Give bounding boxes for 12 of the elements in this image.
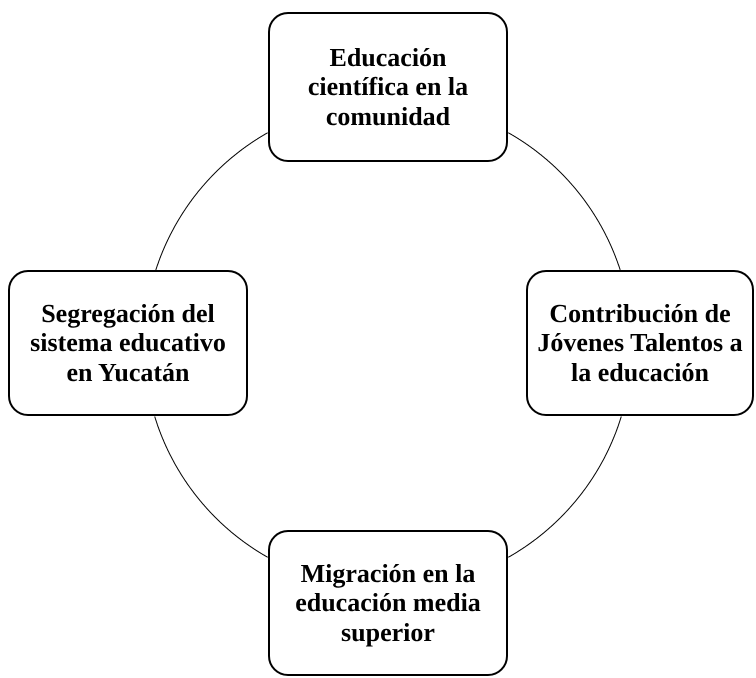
connector-arc bbox=[154, 416, 268, 558]
connector-arc bbox=[155, 132, 268, 270]
topic-label: Contribución de Jóvenes Talentos a la educación bbox=[536, 298, 744, 388]
topic-label: Migración en la educación media superior bbox=[294, 558, 482, 648]
topic-box bbox=[268, 12, 508, 162]
topic-box bbox=[8, 270, 248, 416]
connector-arc bbox=[508, 132, 621, 270]
topic-label: Segregación del sistema educativo en Yucatán bbox=[29, 298, 227, 388]
topic-label: Educación científica en la comunidad bbox=[306, 42, 470, 132]
topic-box bbox=[268, 530, 508, 676]
connector-arc bbox=[508, 416, 622, 558]
topic-box bbox=[526, 270, 754, 416]
